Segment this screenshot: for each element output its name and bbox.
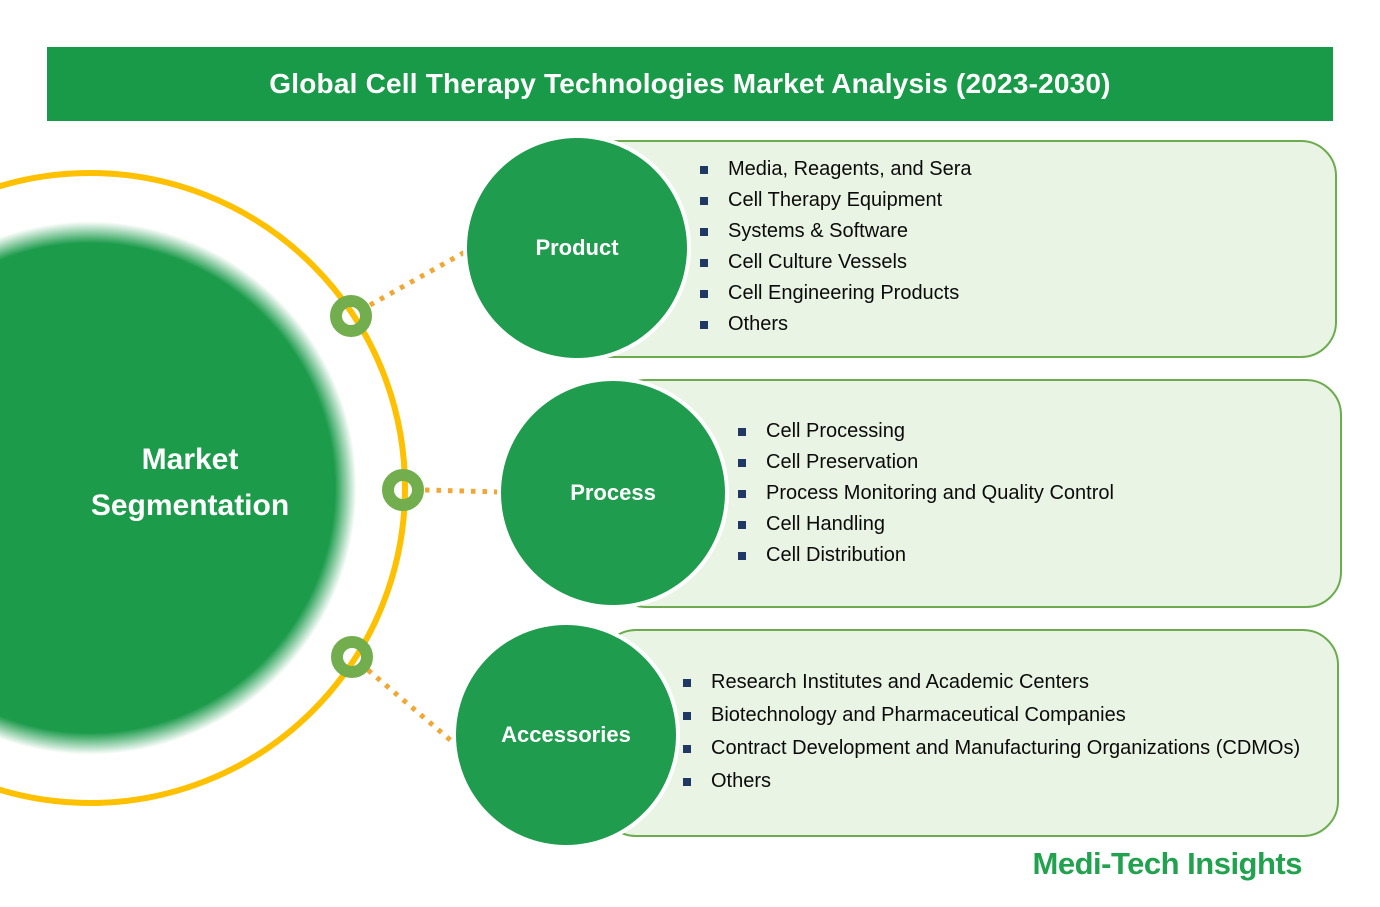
list-item-text: Cell Engineering Products xyxy=(728,282,960,304)
branch-label-process: Process xyxy=(570,480,656,505)
list-item-text: Cell Processing xyxy=(766,420,905,442)
list-item: Process Monitoring and Quality Control xyxy=(738,478,1114,509)
list-item: Cell Culture Vessels xyxy=(700,247,972,278)
bullet-square-icon xyxy=(738,427,746,436)
list-item-text: Research Institutes and Academic Centers xyxy=(711,671,1089,693)
bullet-square-icon xyxy=(683,711,691,720)
bullet-square-icon xyxy=(683,744,691,753)
list-item: Cell Engineering Products xyxy=(700,278,972,309)
list-item: Cell Therapy Equipment xyxy=(700,185,972,216)
list-item-text: Others xyxy=(711,770,772,792)
branch-list-accessories: Research Institutes and Academic Centers… xyxy=(683,666,1300,798)
branch-label-product: Product xyxy=(535,235,619,260)
orbit-node-icon-accessories xyxy=(331,636,373,678)
list-item-text: Cell Handling xyxy=(766,513,885,535)
bullet-square-icon xyxy=(738,520,746,529)
dotted-connector-accessories xyxy=(366,668,457,746)
list-item: Research Institutes and Academic Centers xyxy=(683,666,1300,699)
bullet-square-icon xyxy=(683,678,691,687)
list-item-text: Contract Development and Manufacturing O… xyxy=(711,737,1301,759)
orbit-node-icon-process xyxy=(382,469,424,511)
branch-label-accessories: Accessories xyxy=(501,722,631,747)
list-item: Media, Reagents, and Sera xyxy=(700,154,972,185)
title-text: Global Cell Therapy Technologies Market … xyxy=(269,68,1111,99)
bullet-square-icon xyxy=(738,458,746,467)
orbit-node-icon-product xyxy=(330,295,372,337)
hub-label: Market Segmentation xyxy=(90,443,290,522)
branch-circle-process: Process xyxy=(501,381,725,605)
bullet-square-icon xyxy=(700,320,708,329)
title-banner: Global Cell Therapy Technologies Market … xyxy=(47,47,1333,121)
list-item-text: Systems & Software xyxy=(728,220,909,242)
dotted-connector-product xyxy=(368,249,467,308)
bullet-square-icon xyxy=(700,227,708,236)
bullet-square-icon xyxy=(700,196,708,205)
list-item-text: Biotechnology and Pharmaceutical Compani… xyxy=(711,704,1126,726)
list-item: Others xyxy=(700,309,972,340)
list-item: Others xyxy=(683,765,1300,798)
list-item-text: Cell Therapy Equipment xyxy=(728,189,943,211)
list-item: Cell Processing xyxy=(738,416,1114,447)
list-item: Systems & Software xyxy=(700,216,972,247)
dotted-connector-process xyxy=(424,487,501,495)
list-item: Biotechnology and Pharmaceutical Compani… xyxy=(683,699,1300,732)
list-item-text: Others xyxy=(728,313,789,335)
list-item: Contract Development and Manufacturing O… xyxy=(683,732,1300,765)
bullet-square-icon xyxy=(700,165,708,174)
list-item-text: Cell Preservation xyxy=(766,451,919,473)
list-item-text: Process Monitoring and Quality Control xyxy=(766,482,1114,504)
list-item-text: Cell Culture Vessels xyxy=(728,251,907,273)
branch-box-process xyxy=(610,379,1342,608)
bullet-square-icon xyxy=(738,489,746,498)
bullet-square-icon xyxy=(738,551,746,560)
list-item: Cell Distribution xyxy=(738,540,1114,571)
bullet-square-icon xyxy=(683,777,691,786)
list-item-text: Media, Reagents, and Sera xyxy=(728,158,972,180)
branch-circle-product: Product xyxy=(467,138,687,358)
bullet-square-icon xyxy=(700,289,708,298)
bullet-square-icon xyxy=(700,258,708,267)
list-item: Cell Handling xyxy=(738,509,1114,540)
brand-logo: Medi-Tech Insights xyxy=(1032,846,1303,881)
branch-box-accessories xyxy=(600,629,1339,837)
list-item-text: Cell Distribution xyxy=(766,544,907,566)
list-item: Cell Preservation xyxy=(738,447,1114,478)
branch-circle-accessories: Accessories xyxy=(456,625,676,845)
branch-box-product xyxy=(560,140,1337,358)
